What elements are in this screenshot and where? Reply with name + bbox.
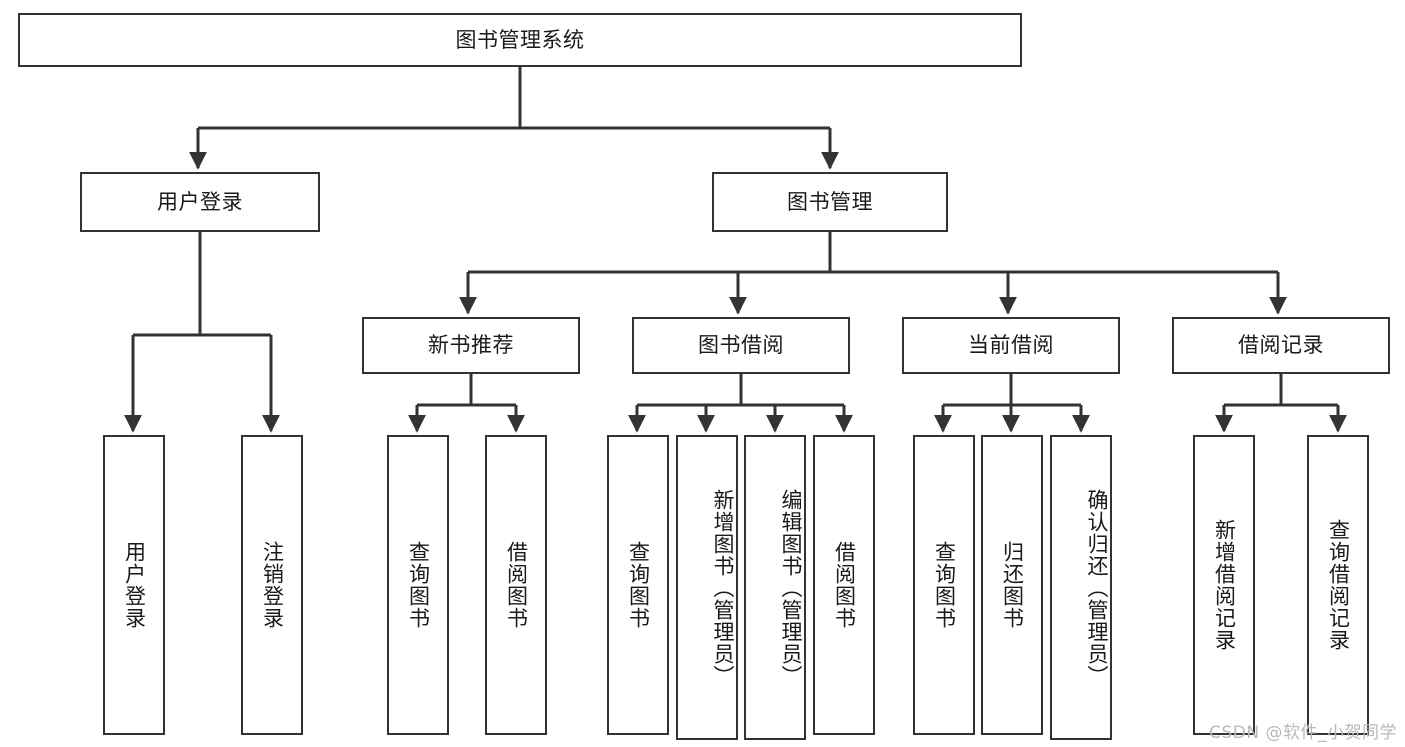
node-borrow-record[interactable]: 借阅记录	[1172, 317, 1390, 374]
node-borrow-record-label: 借阅记录	[1238, 333, 1324, 358]
node-leaf-borrow-book-2-label: 借阅图书	[832, 541, 857, 629]
node-root[interactable]: 图书管理系统	[18, 13, 1022, 67]
node-leaf-query-book-2-label: 查询图书	[626, 541, 651, 629]
node-leaf-borrow-book-1-label: 借阅图书	[504, 541, 529, 629]
csdn-watermark: CSDN @软件_小贺同学	[1209, 723, 1397, 743]
node-leaf-user-login[interactable]: 用户登录	[103, 435, 165, 735]
node-leaf-edit-book-label: 编辑图书（管理员）	[779, 488, 803, 687]
node-leaf-edit-book[interactable]: 编辑图书（管理员）	[744, 435, 806, 740]
node-new-book-rec[interactable]: 新书推荐	[362, 317, 580, 374]
node-leaf-confirm-return[interactable]: 确认归还（管理员）	[1050, 435, 1112, 740]
node-book-manage[interactable]: 图书管理	[712, 172, 948, 232]
node-user-login-label: 用户登录	[157, 189, 243, 214]
node-root-label: 图书管理系统	[455, 27, 585, 52]
node-current-borrow-label: 当前借阅	[968, 333, 1054, 358]
node-new-book-rec-label: 新书推荐	[428, 333, 514, 358]
node-leaf-confirm-return-label: 确认归还（管理员）	[1085, 488, 1109, 687]
node-leaf-query-book-2[interactable]: 查询图书	[607, 435, 669, 735]
node-leaf-query-book-3[interactable]: 查询图书	[913, 435, 975, 735]
node-leaf-borrow-book-1[interactable]: 借阅图书	[485, 435, 547, 735]
node-leaf-query-book-1[interactable]: 查询图书	[387, 435, 449, 735]
node-leaf-query-book-1-label: 查询图书	[406, 541, 431, 629]
node-leaf-add-record[interactable]: 新增借阅记录	[1193, 435, 1255, 735]
node-leaf-add-book-label: 新增图书（管理员）	[711, 488, 735, 687]
node-leaf-logout-label: 注销登录	[260, 541, 285, 629]
node-user-login[interactable]: 用户登录	[80, 172, 320, 232]
node-leaf-add-book[interactable]: 新增图书（管理员）	[676, 435, 738, 740]
node-leaf-borrow-book-2[interactable]: 借阅图书	[813, 435, 875, 735]
node-leaf-query-record[interactable]: 查询借阅记录	[1307, 435, 1369, 735]
node-leaf-query-record-label: 查询借阅记录	[1326, 519, 1351, 651]
node-book-manage-label: 图书管理	[787, 189, 873, 214]
node-leaf-user-login-label: 用户登录	[122, 541, 147, 629]
node-leaf-add-record-label: 新增借阅记录	[1212, 519, 1237, 651]
node-leaf-logout[interactable]: 注销登录	[241, 435, 303, 735]
node-leaf-return-book-label: 归还图书	[1000, 541, 1025, 629]
node-current-borrow[interactable]: 当前借阅	[902, 317, 1120, 374]
node-book-borrow[interactable]: 图书借阅	[632, 317, 850, 374]
node-leaf-query-book-3-label: 查询图书	[932, 541, 957, 629]
node-book-borrow-label: 图书借阅	[698, 333, 784, 358]
node-leaf-return-book[interactable]: 归还图书	[981, 435, 1043, 735]
